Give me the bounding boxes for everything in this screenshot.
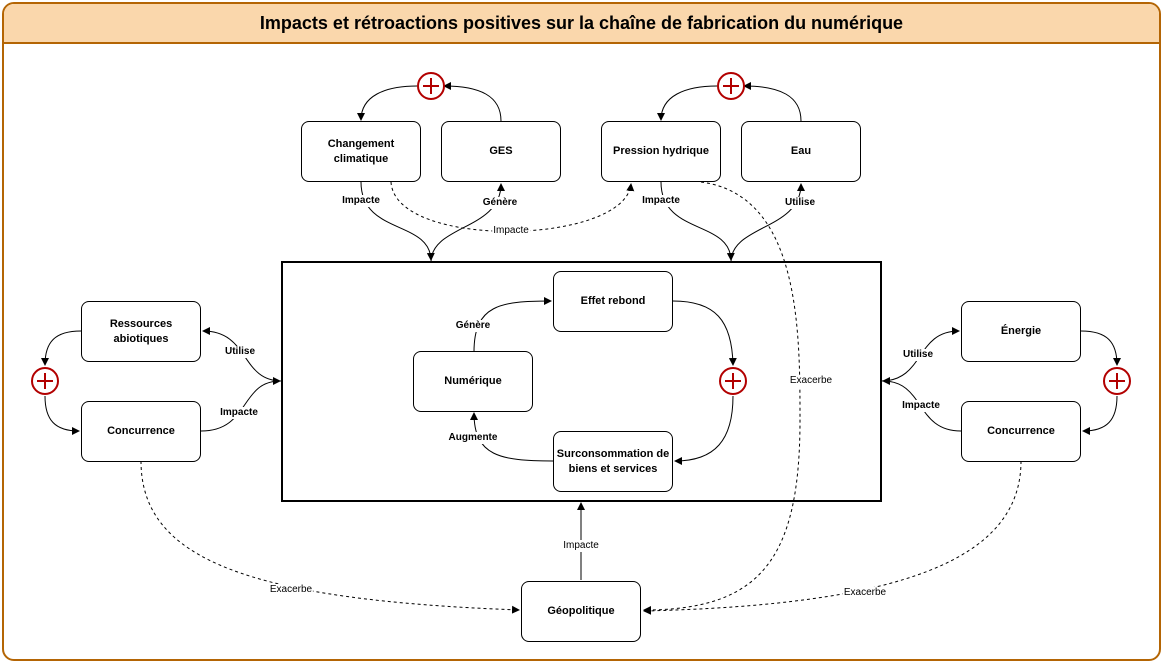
edge-label-impacte: Impacte: [341, 195, 381, 207]
edge-genere-ges: [430, 183, 505, 263]
edge-ressources-to-plus: [41, 330, 82, 366]
edge-plus-to-changement: [357, 85, 418, 121]
plus-circle-icon: [719, 367, 747, 395]
node-surconsommation[interactable]: Surconsommation de biens et services: [553, 431, 673, 492]
node-label: Pression hydrique: [613, 145, 709, 157]
edge-changement-impacte: [360, 181, 435, 261]
edge-numerique-genere: [473, 297, 552, 353]
plus-circle-icon: [31, 367, 59, 395]
node-label: GES: [489, 145, 513, 157]
edge-label-exacerbe: Exacerbe: [788, 375, 834, 387]
plus-circle-icon: [717, 72, 745, 100]
edge-label-exacerbe: Exacerbe: [842, 587, 888, 599]
node-concurrence-left[interactable]: Concurrence: [81, 401, 201, 462]
edge-label-genere: Génère: [454, 320, 492, 332]
edge-exacerbe-middle: [643, 181, 801, 614]
edge-impacte-concurrence-left: [200, 377, 281, 432]
edge-plus-to-concurrence-left: [44, 395, 80, 435]
edge-label-utilise: Utilise: [901, 349, 935, 361]
edge-plus-to-concurrence-right: [1082, 395, 1118, 435]
edge-label-impacte: Impacte: [492, 225, 530, 237]
edge-label-utilise: Utilise: [783, 197, 817, 209]
node-ges[interactable]: GES: [441, 121, 561, 182]
edge-eau-to-plus: [743, 82, 802, 122]
plus-circle-icon: [417, 72, 445, 100]
node-label: Ressources abiotiques: [109, 317, 173, 345]
edge-label-augmente: Augmente: [447, 432, 499, 444]
node-label: Énergie: [1000, 325, 1042, 337]
edge-label-genere: Génère: [481, 197, 519, 209]
edge-pression-impacte: [660, 181, 735, 261]
node-changement-climatique[interactable]: Changement climatique: [301, 121, 421, 182]
node-label: Concurrence: [987, 425, 1055, 437]
node-numerique[interactable]: Numérique: [413, 351, 533, 412]
node-label: Eau: [790, 145, 812, 157]
node-eau[interactable]: Eau: [741, 121, 861, 182]
node-geopolitique[interactable]: Géopolitique: [521, 581, 641, 642]
edge-label-impacte: Impacte: [219, 407, 259, 419]
edge-exacerbe-left: [140, 460, 520, 614]
node-ressources-abiotiques[interactable]: Ressources abiotiques: [81, 301, 201, 362]
title-bar: Impacts et rétroactions positives sur la…: [4, 4, 1159, 44]
edge-exacerbe-right: [643, 460, 1022, 615]
edge-label-impacte: Impacte: [901, 400, 941, 412]
edge-label-impacte: Impacte: [641, 195, 681, 207]
node-label: Surconsommation de biens et services: [556, 447, 670, 475]
node-label: Effet rebond: [580, 295, 646, 307]
diagram-title: Impacts et rétroactions positives sur la…: [259, 13, 904, 33]
node-label: Changement climatique: [327, 137, 395, 165]
edge-rebond-to-plus: [672, 300, 737, 366]
edge-label-exacerbe: Exacerbe: [268, 584, 314, 596]
edge-energie-to-plus: [1080, 330, 1121, 366]
node-concurrence-right[interactable]: Concurrence: [961, 401, 1081, 462]
node-label: Numérique: [444, 375, 502, 387]
node-pression-hydrique[interactable]: Pression hydrique: [601, 121, 721, 182]
edge-ges-to-plus: [443, 82, 502, 122]
edge-label-impacte: Impacte: [562, 540, 600, 552]
edge-plus-to-surconsommation: [674, 395, 734, 465]
plus-circle-icon: [1103, 367, 1131, 395]
node-energie[interactable]: Énergie: [961, 301, 1081, 362]
node-effet-rebond[interactable]: Effet rebond: [553, 271, 673, 332]
edge-plus-to-pression: [657, 85, 718, 121]
node-label: Concurrence: [107, 425, 175, 437]
node-label: Géopolitique: [547, 605, 615, 617]
edge-label-utilise: Utilise: [223, 346, 257, 358]
edge-utilise-eau: [730, 183, 805, 263]
edge-surconsommation-augmente: [470, 412, 554, 462]
